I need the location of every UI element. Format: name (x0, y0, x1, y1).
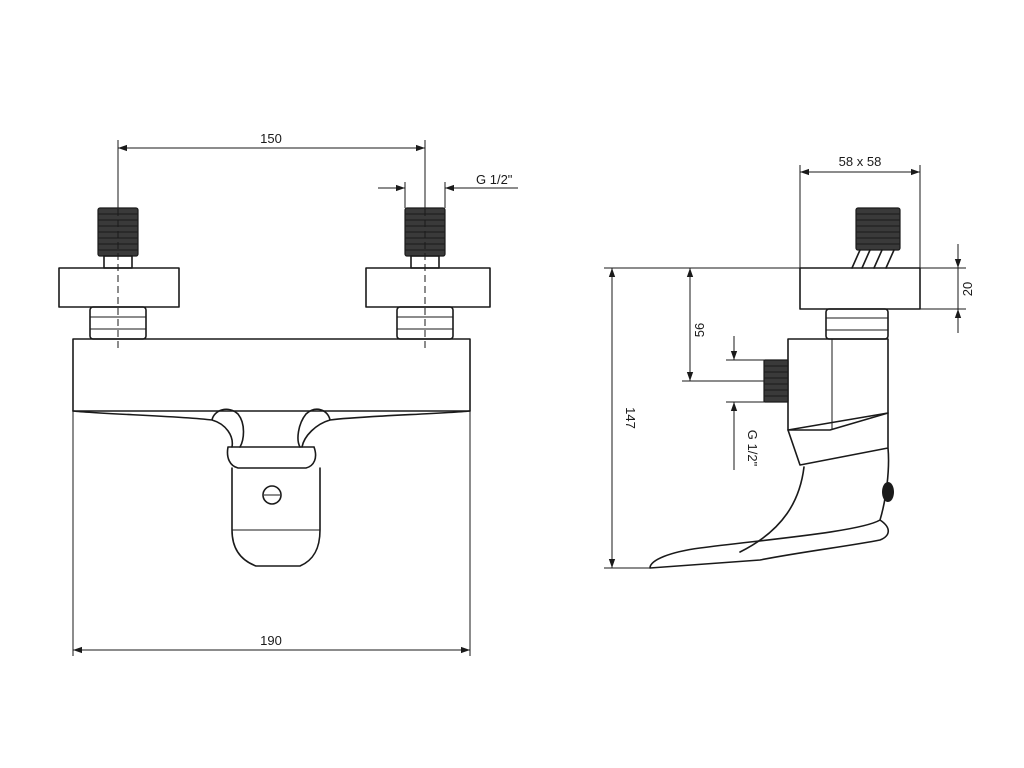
dim-outlet-thread: G 1/2" (745, 430, 760, 467)
dim-overall-width: 190 (260, 633, 282, 648)
dim-thread-front: G 1/2" (476, 172, 513, 187)
left-escutcheon (58, 267, 180, 308)
mixer-lever (72, 408, 471, 448)
side-screw (882, 482, 894, 502)
spout-neck (226, 446, 317, 469)
dim-overall-height: 147 (623, 407, 638, 429)
side-thread (855, 207, 901, 251)
side-nut (825, 308, 889, 340)
front-view: 150 G 1/2" 190 (58, 131, 518, 656)
dim-inlet-height: 56 (692, 323, 707, 337)
mixer-body (72, 338, 471, 412)
aerator-screw (262, 485, 282, 505)
side-view: 58 x 58 20 56 G 1/2" 147 (604, 154, 975, 569)
dim-inlet-spacing: 150 (260, 131, 282, 146)
side-plate (799, 267, 921, 310)
side-body (787, 338, 889, 431)
side-lever (649, 412, 890, 569)
dim-plate-height: 20 (960, 282, 975, 296)
spout-body (231, 467, 321, 567)
dim-plate-size: 58 x 58 (839, 154, 882, 169)
right-escutcheon (365, 267, 491, 308)
